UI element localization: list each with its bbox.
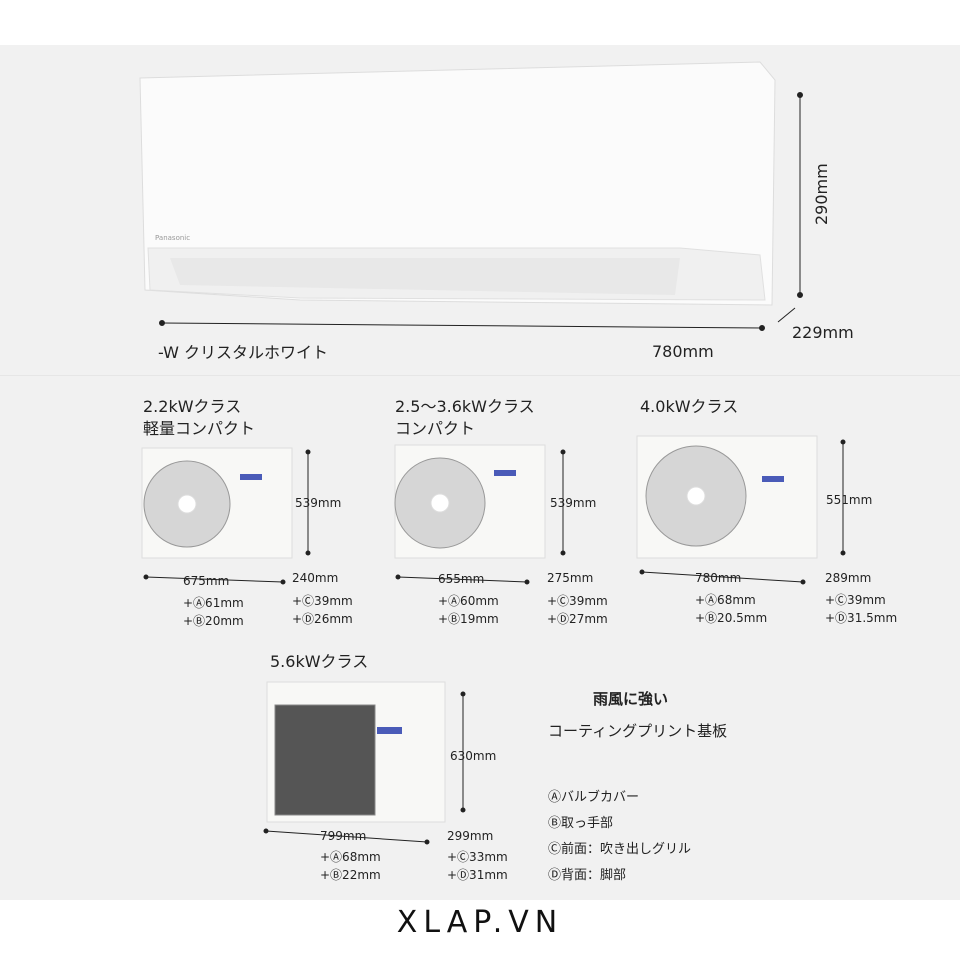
unit-class: 2.2kWクラス [143,397,242,416]
back-extra: +Ⓓ31mm [447,868,508,882]
feature-title: 雨風に強い [593,690,669,708]
unit-width: 799mm [320,829,367,843]
handle-extra: +Ⓑ20.5mm [695,611,768,625]
unit-height: 551mm [826,493,873,507]
legend-item: Ⓐバルブカバー [548,790,640,805]
legend-item: Ⓑ取っ手部 [548,816,614,831]
front-extra: +Ⓒ39mm [825,593,886,607]
unit-height: 539mm [295,496,342,510]
unit-depth: 299mm [447,829,494,843]
unit-class: 2.5〜3.6kWクラス [395,397,535,416]
valve-cover-extra: +Ⓐ68mm [695,593,756,607]
outdoor-unit-images [141,435,818,823]
unit-width: 780mm [695,571,742,585]
unit-width: 675mm [183,574,230,588]
handle-extra: +Ⓑ20mm [183,614,244,628]
indoor-unit-image: Panasonic [139,61,776,306]
back-extra: +Ⓓ27mm [547,612,608,626]
back-extra: +Ⓓ31.5mm [825,611,898,625]
unit-depth: 240mm [292,571,339,585]
unit-class: 4.0kWクラス [640,397,739,416]
divider [0,375,960,376]
unit-width: 655mm [438,572,485,586]
valve-cover-extra: +Ⓐ68mm [320,850,381,864]
unit-height: 539mm [550,496,597,510]
unit-class: 5.6kWクラス [270,652,369,671]
footer-watermark: XLAP.VN [396,905,564,940]
unit-subtitle: 軽量コンパクト [143,419,256,438]
unit-subtitle: コンパクト [395,419,476,438]
handle-extra: +Ⓑ19mm [438,612,499,626]
feature-subtitle: コーティングプリント基板 [548,722,728,740]
valve-cover-extra: +Ⓐ61mm [183,596,244,610]
unit-depth: 289mm [825,571,872,585]
handle-extra: +Ⓑ22mm [320,868,381,882]
unit-depth: 275mm [547,571,594,585]
valve-cover-extra: +Ⓐ60mm [438,594,499,608]
legend-item: Ⓓ背面：脚部 [548,868,627,883]
indoor-depth: 229mm [792,323,854,342]
front-extra: +Ⓒ39mm [547,594,608,608]
svg-text:Panasonic: Panasonic [155,234,190,242]
back-extra: +Ⓓ26mm [292,612,353,626]
indoor-color-name: -W クリスタルホワイト [158,343,329,362]
unit-height: 630mm [450,749,497,763]
indoor-height: 290mm [812,163,831,225]
front-extra: +Ⓒ33mm [447,850,508,864]
indoor-width: 780mm [652,342,714,361]
front-extra: +Ⓒ39mm [292,594,353,608]
legend-item: Ⓒ前面：吹き出しグリル [548,842,692,857]
